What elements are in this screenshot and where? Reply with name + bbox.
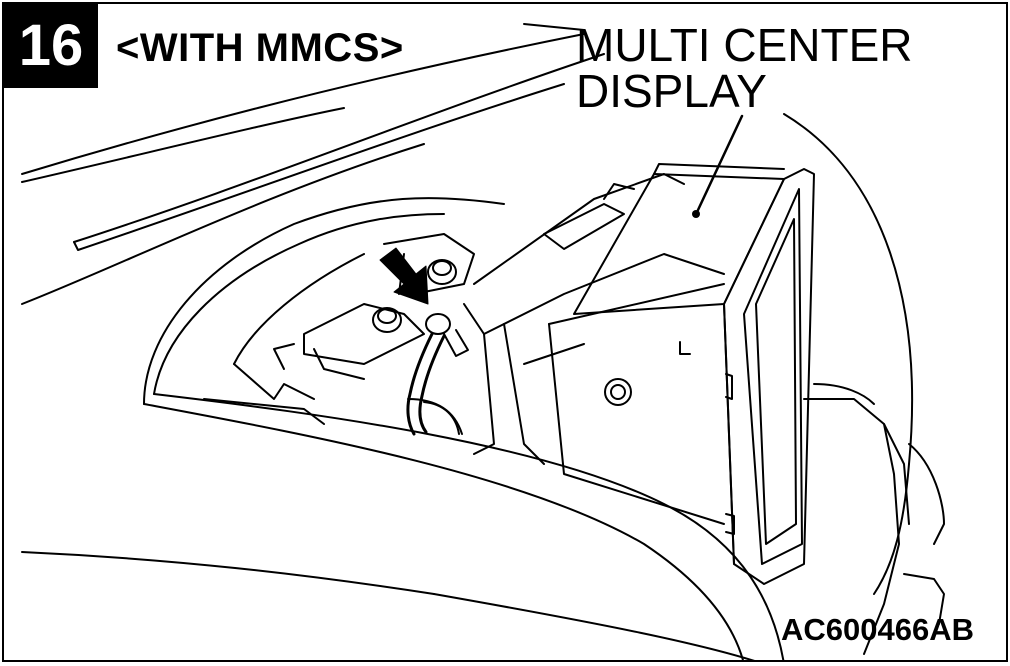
wiring-harness-icon [406, 332, 463, 436]
step-number-badge: 16 [4, 4, 98, 88]
callout-line-2: DISPLAY [576, 65, 767, 117]
lower-panel-outline [21, 393, 785, 660]
callout-leader [696, 114, 744, 212]
dash-opening [143, 197, 505, 425]
multi-center-display-label: MULTI CENTER DISPLAY [576, 22, 956, 114]
callout-line-1: MULTI CENTER [576, 19, 913, 71]
installation-drawing [21, 23, 945, 660]
display-screen-bezel [723, 168, 815, 585]
display-rear-chassis [463, 173, 725, 525]
mounting-bolt-icon [372, 259, 469, 357]
callout-leader-dot [692, 210, 700, 218]
mounting-bracket [273, 233, 475, 380]
dashboard-outline [21, 23, 914, 595]
figure-code: AC600466AB [781, 612, 974, 647]
side-trim [803, 383, 945, 655]
removal-direction-arrow-icon [379, 247, 429, 305]
variant-label: <WITH MMCS> [116, 26, 404, 70]
